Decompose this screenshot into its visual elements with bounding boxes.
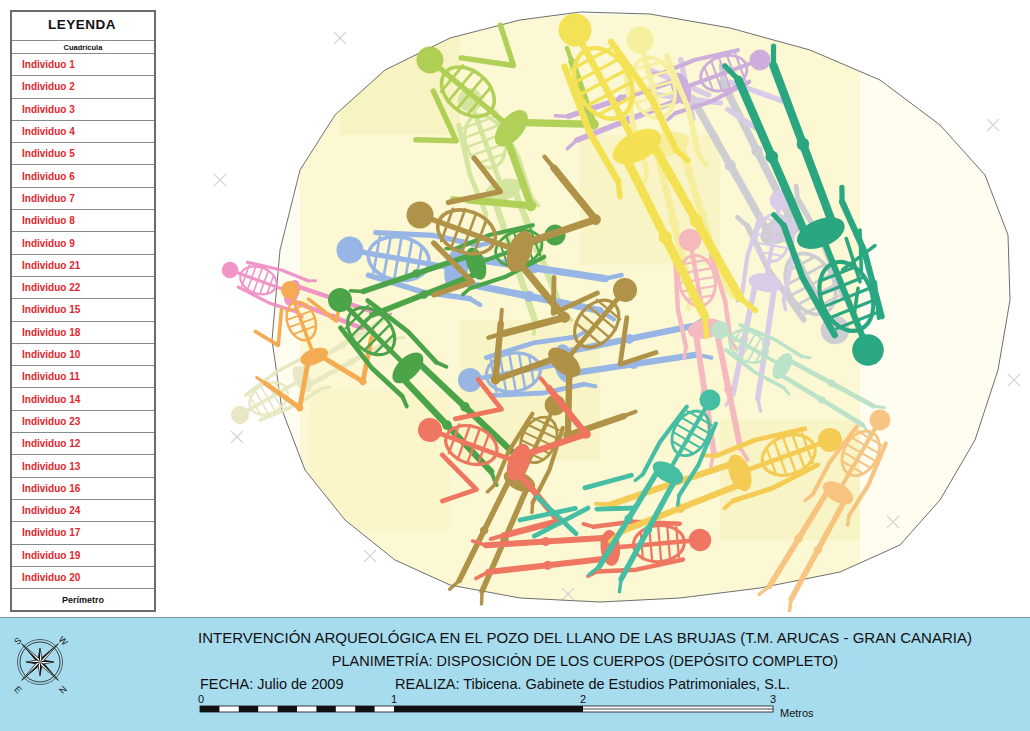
scale-tick: 2 — [580, 693, 586, 706]
legend-label: Individuo 3 — [22, 104, 75, 115]
legend-row: Individuo 12 — [12, 433, 154, 455]
compass-rose — [18, 640, 63, 685]
legend-label: Individuo 16 — [22, 483, 80, 494]
legend-row: Individuo 19 — [12, 545, 154, 567]
skeleton — [753, 399, 906, 612]
pit-ground — [272, 12, 1010, 605]
legend-heading: LEYENDA — [48, 17, 116, 33]
legend-label: Individuo 18 — [22, 327, 80, 338]
legend-label: Individuo 15 — [22, 304, 80, 315]
legend-row: Individuo 18 — [12, 322, 154, 344]
legend-label: Individuo 8 — [22, 215, 75, 226]
author-note: REALIZA: Tibicena. Gabinete de Estudios … — [395, 676, 790, 693]
legend-row: Individuo 24 — [12, 500, 154, 522]
legend-label: Individuo 11 — [22, 371, 80, 382]
legend-row: Individuo 7 — [12, 188, 154, 210]
skeleton — [593, 410, 850, 549]
legend-label: Individuo 17 — [22, 527, 80, 538]
legend-row: Cuadrícula — [12, 40, 154, 54]
legend-label: Individuo 24 — [22, 505, 80, 516]
legend-label: Individuo 5 — [22, 148, 75, 159]
legend-label: Individuo 22 — [22, 282, 80, 293]
legend-row: Individuo 17 — [12, 522, 154, 544]
legend-label: Individuo 12 — [22, 438, 80, 449]
scale-bar — [200, 706, 773, 712]
skeleton — [472, 513, 713, 586]
legend-row: Individuo 16 — [12, 478, 154, 500]
legend-row: Individuo 14 — [12, 389, 154, 411]
legend-row: Individuo 9 — [12, 232, 154, 254]
legend-label: Individuo 14 — [22, 394, 80, 405]
legend-row: Individuo 2 — [12, 76, 154, 98]
subtitle: PLANIMETRÍA: DISPOSICIÓN DE LOS CUERPOS … — [332, 653, 838, 670]
legend-row: Individuo 11 — [12, 366, 154, 388]
pit-perimeter — [272, 12, 1010, 602]
legend-label: Individuo 1 — [22, 59, 75, 70]
skeleton — [391, 345, 607, 561]
legend-row: Individuo 23 — [12, 411, 154, 433]
legend-panel: CuadrículaIndividuo 1 Individuo 2 Individu… — [10, 10, 156, 612]
legend-row: Individuo 1 — [12, 54, 154, 76]
legend-label: Cuadrícula — [64, 43, 103, 52]
legend-row: Individuo 20 — [12, 567, 154, 589]
legend-row: Individuo 21 — [12, 255, 154, 277]
legend-row: Perímetro — [12, 589, 154, 610]
scale-tick: 0 — [198, 693, 204, 706]
legend-row: Individuo 15 — [12, 299, 154, 321]
legend-label: Individuo 10 — [22, 349, 80, 360]
legend-label: Individuo 2 — [22, 81, 75, 92]
legend-row: Individuo 6 — [12, 166, 154, 188]
legend-row: Individuo 10 — [12, 344, 154, 366]
legend-row: Individuo 13 — [12, 455, 154, 477]
date-note: FECHA: Julio de 2009 — [200, 676, 343, 693]
skeletons — [216, 0, 908, 612]
plan-title: INTERVENCIÓN ARQUEOLÓGICA EN EL POZO DEL… — [198, 629, 972, 646]
scale-unit: Metros — [780, 707, 814, 720]
legend-label: Individuo 4 — [22, 126, 75, 137]
legend-label: Individuo 23 — [22, 416, 80, 427]
legend-label: Individuo 20 — [22, 572, 80, 583]
skeleton — [715, 42, 908, 378]
legend-label: Individuo 6 — [22, 171, 75, 182]
legend-label: Individuo 21 — [22, 260, 80, 271]
legend-label: Individuo 7 — [22, 193, 75, 204]
legend-row: Individuo 4 — [12, 121, 154, 143]
legend-label: Individuo 9 — [22, 238, 75, 249]
skeleton — [229, 259, 391, 421]
legend-label: Perímetro — [62, 595, 104, 605]
scale-tick: 3 — [770, 693, 776, 706]
scale-tick: 1 — [391, 693, 397, 706]
skeleton — [583, 379, 736, 596]
legend-row: Individuo 8 — [12, 210, 154, 232]
legend-label: Individuo 13 — [22, 461, 80, 472]
legend-row: Individuo 5 — [12, 143, 154, 165]
skeleton — [533, 0, 765, 341]
bones — [836, 228, 887, 323]
legend-row: Individuo 3 — [12, 99, 154, 121]
legend-label: Individuo 19 — [22, 550, 80, 561]
bones — [515, 464, 644, 550]
legend-row: Individuo 22 — [12, 277, 154, 299]
